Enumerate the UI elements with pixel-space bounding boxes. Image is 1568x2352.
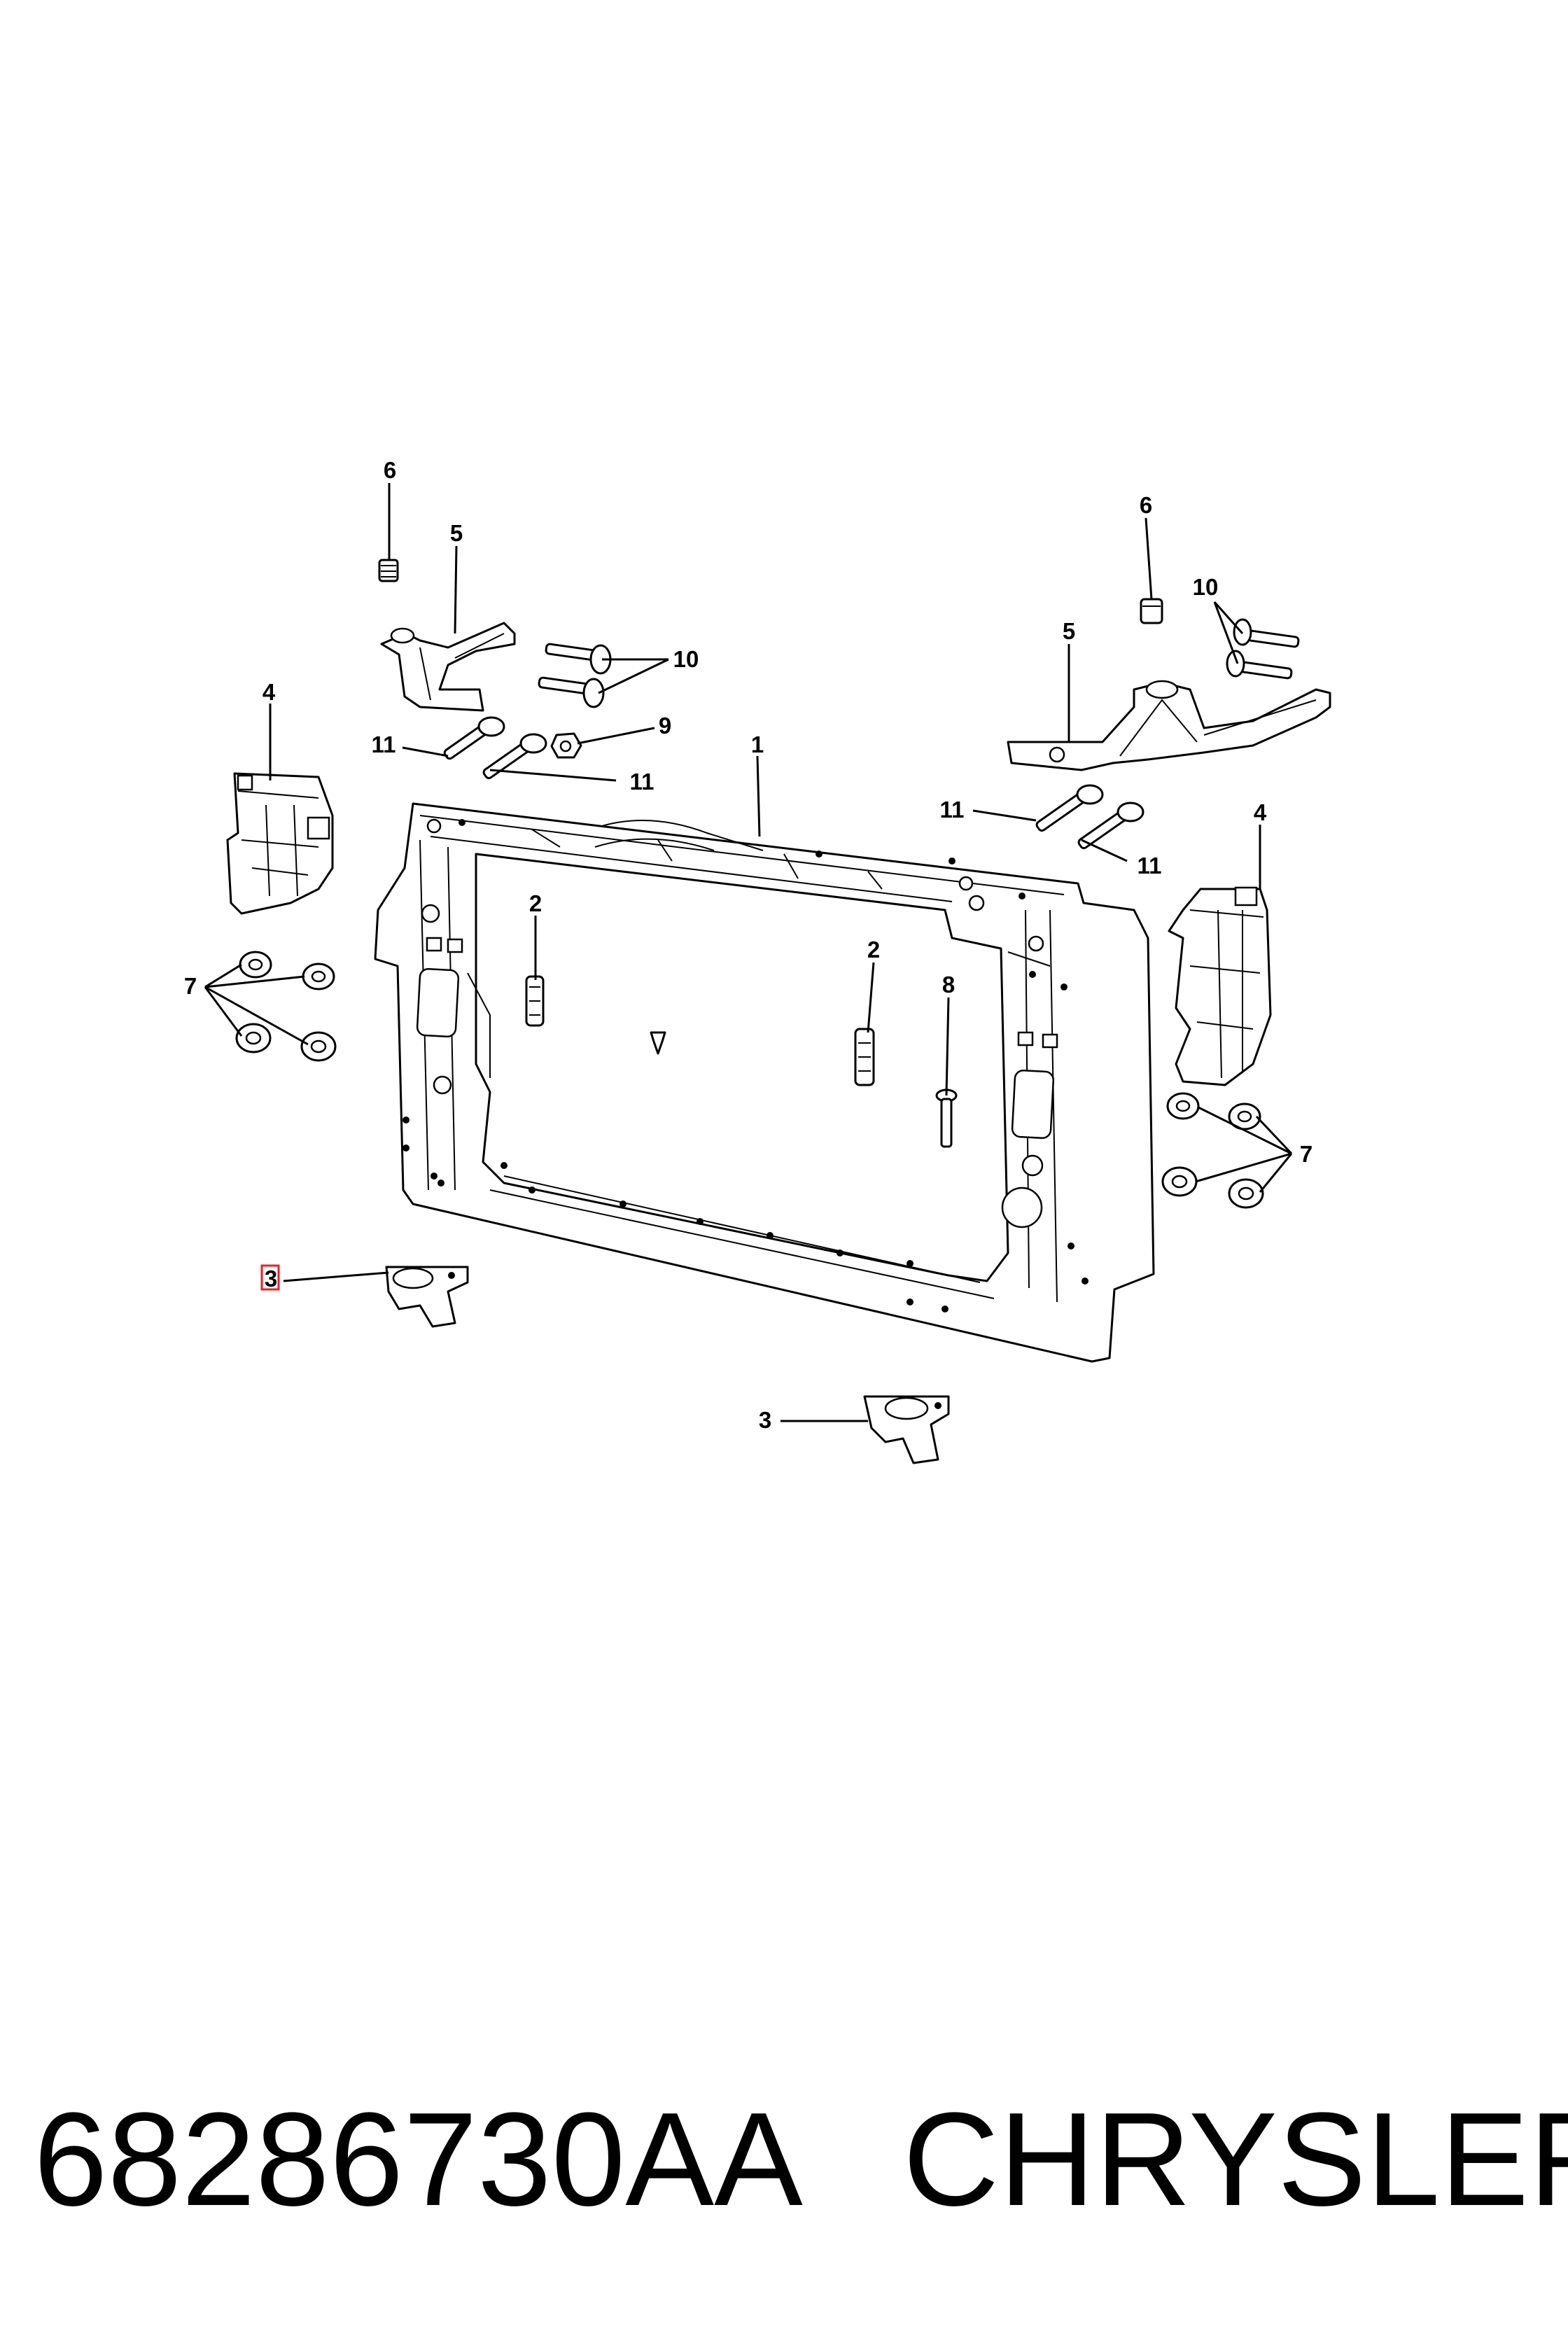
footer: 68286730AA CHRYSLER (0, 2072, 1568, 2247)
upper-bracket-right (1007, 680, 1331, 771)
radiator-support-frame (374, 802, 1155, 1363)
callout-10-right: 10 (1193, 574, 1219, 600)
frame-rivets (402, 819, 1088, 1312)
callout-10-left: 10 (673, 646, 699, 672)
bolts-10-right (1226, 618, 1300, 680)
callout-9: 9 (659, 713, 671, 738)
highlight-box (260, 1264, 280, 1291)
upper-bracket-left (380, 622, 516, 712)
leader-lines (204, 483, 1293, 1422)
nut-left (378, 559, 399, 582)
callout-11-c: 11 (940, 797, 965, 822)
grommets-left (235, 951, 337, 1062)
callout-6-right: 6 (1140, 492, 1152, 518)
side-bracket-right (1168, 886, 1272, 1086)
callout-7-right: 7 (1300, 1141, 1312, 1167)
bolts-11-right (1035, 784, 1144, 850)
callout-2-right: 2 (867, 937, 880, 962)
callout-2-left: 2 (529, 890, 542, 916)
callout-3-right: 3 (759, 1407, 771, 1433)
side-bracket-left (226, 772, 334, 915)
callout-5-left: 5 (450, 520, 463, 546)
center-clip (650, 1031, 666, 1055)
bolts-10-left (538, 643, 612, 708)
clip-left (525, 975, 545, 1027)
nut-right (1140, 598, 1163, 624)
callout-8: 8 (942, 972, 955, 997)
callout-6-left: 6 (384, 457, 396, 483)
lower-bracket-left (385, 1266, 469, 1328)
callout-labels: 1 2 2 3 3 4 4 5 5 6 6 7 7 8 9 10 10 11 1… (184, 457, 1312, 1433)
clip-right (854, 1028, 875, 1086)
bolts-11-left (443, 716, 547, 780)
brand-name: CHRYSLER (903, 2085, 1568, 2234)
callout-11-a: 11 (372, 732, 396, 757)
callout-7-left: 7 (184, 973, 197, 999)
lower-bracket-right (863, 1395, 950, 1464)
callout-11-d: 11 (1138, 853, 1162, 878)
callout-4-left: 4 (262, 679, 276, 705)
callout-4-right: 4 (1254, 799, 1267, 825)
callout-1: 1 (751, 732, 764, 757)
part-number: 68286730AA (34, 2085, 803, 2234)
grommets-right (1161, 1092, 1264, 1209)
callout-3-left[interactable]: 3 (265, 1266, 277, 1292)
callout-5-right: 5 (1063, 618, 1075, 644)
callout-11-b: 11 (630, 769, 654, 794)
nut-9 (550, 732, 582, 759)
